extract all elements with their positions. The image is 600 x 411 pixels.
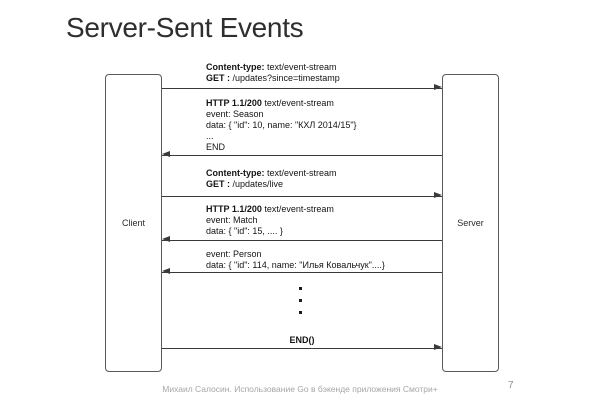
message-line: HTTP 1.1/200 text/event-stream xyxy=(206,98,442,109)
label-text: event: Season xyxy=(206,109,264,119)
message-line: data: { "id": 15, .... } xyxy=(206,226,442,237)
actor-server-box: Server xyxy=(442,74,499,372)
label-text: /updates/live xyxy=(230,179,284,189)
arrow-right-icon xyxy=(162,192,442,199)
label-text: /updates?since=timestamp xyxy=(230,73,340,83)
message-line: event: Season xyxy=(206,109,442,120)
message-line: data: { "id": 10, name: "КХЛ 2014/15"} xyxy=(206,120,442,131)
page-number: 7 xyxy=(508,380,514,391)
label-text: text/event-stream xyxy=(261,204,334,214)
label-bold: GET : xyxy=(206,179,230,189)
label-text: data: { "id": 15, .... } xyxy=(206,226,283,236)
label-text: ... xyxy=(206,131,214,141)
arrow-left-icon xyxy=(162,268,442,275)
message-labels: event: Person data: { "id": 114, name: "… xyxy=(206,249,442,271)
actor-server-label: Server xyxy=(457,218,484,228)
message-line: GET : /updates?since=timestamp xyxy=(206,73,442,84)
message-labels: Content-type: text/event-stream GET : /u… xyxy=(206,62,442,84)
label-text: data: { "id": 10, name: "КХЛ 2014/15"} xyxy=(206,120,357,130)
message-line: Content-type: text/event-stream xyxy=(206,168,442,179)
message-get-updates-since: Content-type: text/event-stream GET : /u… xyxy=(162,62,442,91)
message-line: END xyxy=(206,142,442,153)
message-line: Content-type: text/event-stream xyxy=(206,62,442,73)
actor-client-box: Client xyxy=(105,74,162,372)
message-event-season: HTTP 1.1/200 text/event-stream event: Se… xyxy=(162,98,442,158)
label-text: text/event-stream xyxy=(264,168,337,178)
message-end: END() xyxy=(162,335,442,351)
message-line: event: Person xyxy=(206,249,442,260)
message-get-updates-live: Content-type: text/event-stream GET : /u… xyxy=(162,168,442,199)
message-event-person: event: Person data: { "id": 114, name: "… xyxy=(162,249,442,275)
message-line: ... xyxy=(206,131,442,142)
message-line: event: Match xyxy=(206,215,442,226)
message-event-match: HTTP 1.1/200 text/event-stream event: Ma… xyxy=(162,204,442,243)
message-line: GET : /updates/live xyxy=(206,179,442,190)
label-bold: GET : xyxy=(206,73,230,83)
label-text: data: { "id": 114, name: "Илья Ковальчук… xyxy=(206,260,385,270)
arrow-right-icon xyxy=(162,344,442,351)
label-bold: END() xyxy=(289,335,315,345)
message-line: data: { "id": 114, name: "Илья Ковальчук… xyxy=(206,260,442,271)
message-labels: Content-type: text/event-stream GET : /u… xyxy=(206,168,442,190)
label-text: event: Match xyxy=(206,215,258,225)
label-bold: Content-type: xyxy=(206,62,265,72)
message-labels: HTTP 1.1/200 text/event-stream event: Se… xyxy=(206,98,442,153)
footer-credit: Михаил Салосин. Использование Go в бэкен… xyxy=(162,384,438,394)
arrow-left-icon xyxy=(162,151,442,158)
actor-client-label: Client xyxy=(121,218,145,228)
label-bold: HTTP 1.1/200 xyxy=(206,204,262,214)
message-line: END() xyxy=(162,335,442,346)
label-bold: HTTP 1.1/200 xyxy=(206,98,262,108)
label-text: event: Person xyxy=(206,249,262,259)
message-labels: END() xyxy=(162,335,442,346)
message-labels: HTTP 1.1/200 text/event-stream event: Ma… xyxy=(206,204,442,237)
label-text: text/event-stream xyxy=(264,62,337,72)
label-text: text/event-stream xyxy=(261,98,334,108)
slide-title: Server-Sent Events xyxy=(66,12,304,43)
arrow-right-icon xyxy=(162,84,442,91)
arrow-left-icon xyxy=(162,236,442,243)
message-line: HTTP 1.1/200 text/event-stream xyxy=(206,204,442,215)
label-bold: Content-type: xyxy=(206,168,265,178)
label-text: END xyxy=(206,142,226,152)
ellipsis-dots-icon xyxy=(299,287,302,323)
